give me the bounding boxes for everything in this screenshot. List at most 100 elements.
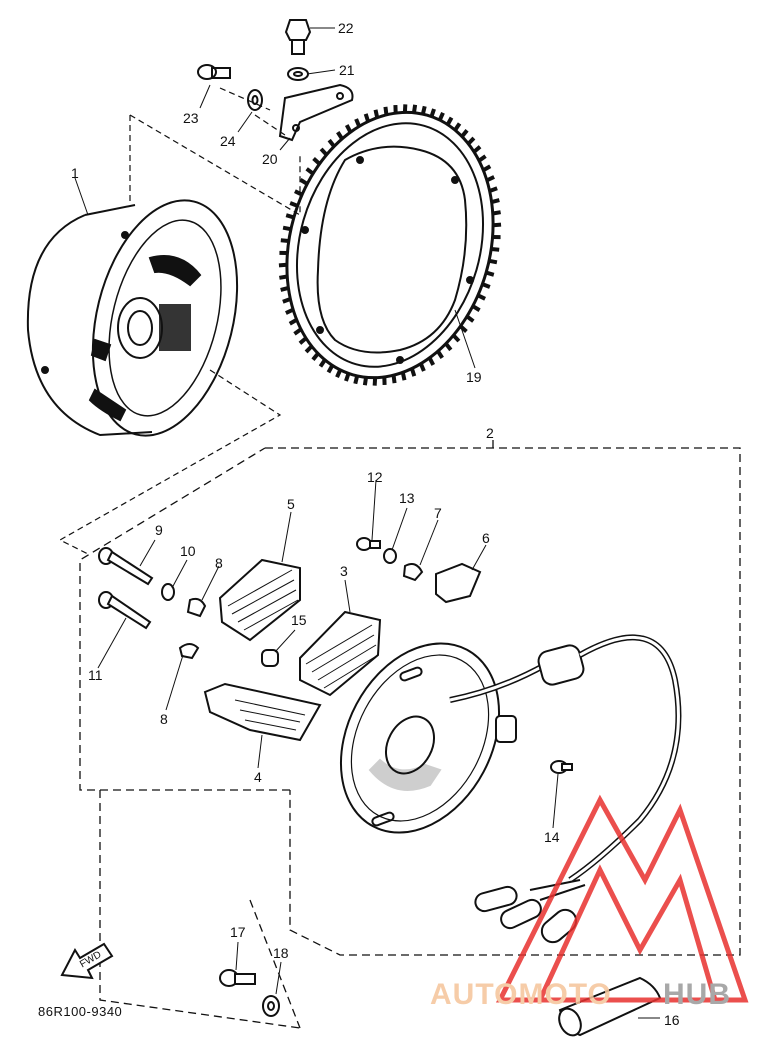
gear-tooth	[483, 166, 490, 170]
gear-tooth	[338, 132, 342, 139]
callout-16: 16	[664, 1012, 680, 1028]
gear-tooth	[300, 338, 306, 343]
gear-tooth	[455, 123, 459, 130]
gear-tooth	[346, 373, 349, 381]
gear-tooth	[286, 310, 293, 313]
gear-tooth	[473, 306, 480, 310]
gear-tooth	[320, 360, 324, 367]
callout-10: 10	[180, 543, 196, 559]
gear-tooth	[376, 110, 378, 118]
gear-tooth	[462, 130, 467, 136]
gear-tooth	[423, 106, 425, 114]
charge-coil-5	[220, 560, 300, 640]
gear-tooth	[355, 376, 357, 384]
callout-1: 1	[71, 165, 79, 181]
gear-tooth	[337, 370, 340, 377]
gear-tooth	[290, 203, 297, 206]
gear-tooth	[491, 249, 499, 250]
gear-tooth	[438, 351, 442, 358]
gear-tooth	[306, 346, 312, 352]
gear-tooth	[281, 288, 289, 290]
callout-15: 15	[291, 612, 307, 628]
callout-18: 18	[273, 945, 289, 961]
gear-tooth	[294, 329, 301, 334]
gear-tooth	[394, 375, 395, 383]
charge-coil-3	[300, 612, 380, 695]
gear-tooth	[479, 156, 486, 161]
gear-tooth	[295, 191, 302, 195]
fwd-arrow-icon: FWD	[62, 944, 112, 978]
gear-tooth	[307, 169, 313, 174]
callout-17: 17	[230, 924, 246, 940]
gear-tooth	[403, 372, 405, 380]
gear-tooth	[493, 212, 501, 213]
part-code: 86R100-9340	[38, 1004, 122, 1019]
gear-tooth	[489, 261, 497, 263]
gear-tooth	[365, 377, 366, 385]
callout-21: 21	[339, 62, 355, 78]
gear-tooth	[474, 147, 480, 152]
gear-tooth	[286, 215, 294, 217]
callout-22: 22	[338, 20, 354, 36]
gear-tooth	[467, 316, 473, 321]
gear-tooth	[421, 364, 424, 371]
callout-9: 9	[155, 522, 163, 538]
gear-tooth	[478, 295, 485, 299]
gear-tooth	[414, 105, 415, 113]
starter-ring-gear	[257, 88, 524, 403]
gear-tooth	[453, 335, 458, 341]
flywheel-rotor	[28, 185, 260, 451]
bracket-assembly	[198, 20, 353, 140]
gear-tooth	[366, 114, 368, 122]
gear-tooth	[321, 149, 326, 155]
callout-3: 3	[340, 563, 348, 579]
callout-23: 23	[183, 110, 199, 126]
gear-tooth	[279, 276, 287, 277]
watermark-text-automoto: AUTOMOTO	[430, 978, 612, 1011]
gear-tooth	[412, 368, 414, 376]
callout-4: 4	[254, 769, 262, 785]
callout-14: 14	[544, 829, 560, 845]
stator-assembly-outline	[80, 440, 740, 1028]
gear-tooth	[430, 358, 434, 365]
gear-tooth	[356, 119, 359, 126]
gear-tooth	[486, 273, 494, 275]
callout-12: 12	[367, 469, 383, 485]
gear-tooth	[446, 344, 451, 350]
gear-tooth	[487, 177, 494, 180]
gear-tooth	[347, 125, 351, 132]
callout-13: 13	[399, 490, 415, 506]
gear-tooth	[283, 299, 291, 302]
gear-tooth	[440, 113, 443, 120]
callout-labels: 1 2 3 4 5 6 7 8 8 9 10 11 12 13 14 15 16…	[71, 20, 680, 1028]
callout-24: 24	[220, 133, 236, 149]
lighting-coil-4	[205, 684, 320, 740]
gear-tooth	[490, 188, 498, 191]
gear-tooth	[492, 200, 500, 202]
callout-5: 5	[287, 496, 295, 512]
gear-tooth	[493, 225, 501, 226]
gear-tooth	[431, 109, 434, 117]
gear-tooth	[313, 353, 318, 359]
callout-7: 7	[434, 505, 442, 521]
callout-6: 6	[482, 530, 490, 546]
callout-2: 2	[486, 425, 494, 441]
gear-tooth	[468, 138, 474, 144]
watermark-text-hub: HUB	[663, 978, 731, 1011]
gear-tooth	[300, 180, 307, 184]
gear-tooth	[290, 320, 297, 324]
callout-11: 11	[88, 667, 103, 683]
callout-8-upper: 8	[215, 555, 223, 571]
gear-tooth	[281, 240, 289, 241]
callout-20: 20	[262, 151, 278, 167]
callout-19: 19	[466, 369, 482, 385]
gear-tooth	[482, 284, 489, 287]
gear-tooth	[279, 265, 287, 266]
gear-tooth	[314, 159, 320, 164]
small-hardware	[99, 538, 660, 1039]
callout-8-lower: 8	[160, 711, 168, 727]
gear-tooth	[329, 140, 334, 146]
gear-tooth	[385, 107, 386, 115]
